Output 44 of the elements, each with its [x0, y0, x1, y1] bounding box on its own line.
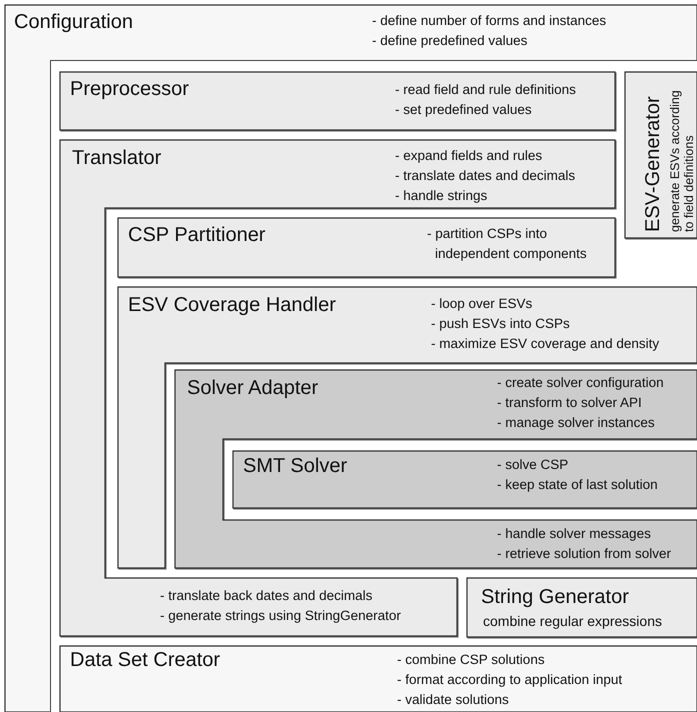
component-title: String Generator: [481, 587, 629, 607]
task-item: - loop over ESVs: [431, 295, 532, 313]
component-box: [60, 72, 615, 130]
task-item: - translate dates and decimals: [395, 167, 576, 185]
task-item: - generate strings using StringGenerator: [160, 607, 401, 625]
component-title: ESV-Generator: [641, 95, 665, 232]
task-item: - create solver configuration: [497, 374, 664, 392]
component-title: Translator: [72, 148, 162, 168]
task-item: - solve CSP: [497, 456, 568, 474]
task-item: - validate solutions: [397, 691, 509, 709]
task-item: - manage solver instances: [497, 414, 655, 432]
component-box: [60, 646, 697, 712]
component-box: [467, 578, 697, 637]
task-item: - combine CSP solutions: [397, 651, 545, 669]
component-description: generate ESVs according to field definitions: [668, 89, 696, 232]
component-description: combine regular expressions: [483, 612, 662, 631]
task-item: - transform to solver API: [497, 394, 642, 412]
component-box: [625, 72, 697, 238]
task-item: - translate back dates and decimals: [160, 587, 372, 605]
component-box: [175, 370, 697, 568]
task-item: - expand fields and rules: [395, 147, 542, 165]
task-item: - push ESVs into CSPs: [431, 315, 570, 333]
task-item: - partition CSPs into independent components: [427, 225, 588, 263]
task-item: - maximize ESV coverage and density: [431, 335, 660, 353]
component-title: Data Set Creator: [70, 650, 220, 670]
task-item: - define predefined values: [372, 32, 528, 50]
component-title: SMT Solver: [243, 456, 348, 476]
component-box: [118, 287, 697, 568]
component-title: Configuration: [14, 12, 133, 32]
task-item: - set predefined values: [395, 101, 532, 119]
task-item: - read field and rule definitions: [395, 81, 576, 99]
task-item: - handle solver messages: [497, 525, 651, 543]
component-title: ESV Coverage Handler: [128, 295, 336, 315]
component-title: CSP Partitioner: [128, 225, 266, 245]
task-item: - define number of forms and instances: [372, 12, 606, 30]
component-box: [233, 451, 697, 508]
component-title: Solver Adapter: [187, 378, 318, 398]
component-box: [5, 5, 697, 712]
component-title: Preprocessor: [70, 79, 189, 99]
task-item: - retrieve solution from solver: [497, 545, 672, 563]
component-box: [118, 218, 615, 277]
task-item: - format according to application input: [397, 671, 622, 689]
task-item: - keep state of last solution: [497, 476, 658, 494]
task-item: - handle strings: [395, 187, 488, 205]
